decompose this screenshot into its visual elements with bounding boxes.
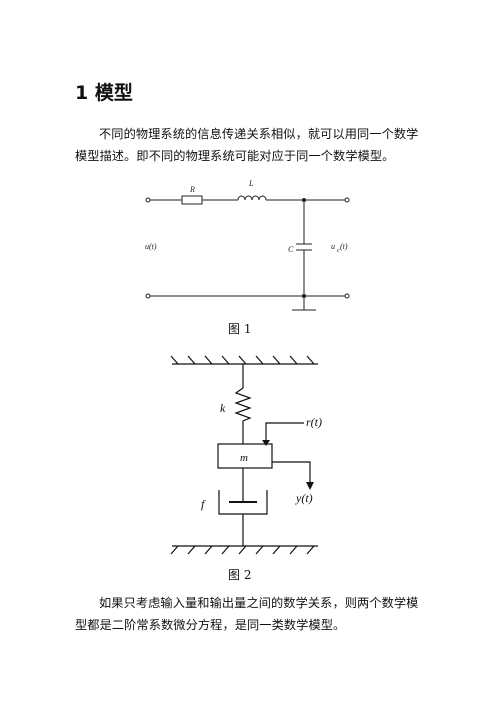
output-label-subscript: c: [337, 248, 340, 254]
top-hatch-mark: [187, 355, 196, 365]
mass-label: m: [240, 452, 248, 464]
junction-bottom: [302, 294, 306, 298]
bottom-hatch-mark: [221, 545, 230, 555]
top-hatch-mark: [272, 355, 281, 365]
spring-label: k: [220, 401, 226, 415]
terminal-out-top: [344, 197, 350, 203]
bottom-hatch-mark: [255, 545, 264, 555]
damper-label: f: [201, 497, 206, 511]
figure1-caption: 图 1: [228, 322, 252, 336]
mass-block: [217, 443, 273, 469]
top-hatching: [170, 355, 315, 365]
closing-paragraph: 如果只考虑输入量和输出量之间的数学关系，则两个数学模型都是二阶常系数微分方程，是…: [75, 596, 419, 632]
inductor-symbol: [237, 195, 267, 201]
terminal-in-top: [145, 197, 151, 203]
force-line: [265, 422, 304, 444]
junction-top: [302, 198, 306, 202]
bottom-hatch-mark: [238, 545, 247, 555]
bottom-hatch-mark: [306, 545, 315, 555]
top-hatch-mark: [289, 355, 298, 365]
top-hatch-mark: [170, 355, 179, 365]
output-label: u: [331, 242, 335, 251]
top-hatch-mark: [204, 355, 213, 365]
top-hatch-mark: [238, 355, 247, 365]
displacement-label: y(t): [295, 491, 313, 505]
bottom-hatch-mark: [204, 545, 213, 555]
bottom-hatch-mark: [170, 545, 179, 555]
input-label: u(t): [145, 242, 157, 251]
terminal-in-bottom: [145, 293, 151, 299]
spring-symbol: [234, 364, 252, 444]
output-label-arg: (t): [340, 242, 348, 251]
resistor-label: R: [189, 185, 195, 194]
intro-paragraph: 不同的物理系统的信息传递关系相似，就可以用同一个数学模型描述。即不同的物理系统可…: [75, 127, 419, 163]
capacitor-label: C: [288, 245, 294, 254]
top-hatch-mark: [306, 355, 315, 365]
top-hatch-mark: [221, 355, 230, 365]
force-arrowhead: [262, 440, 270, 446]
displacement-line: [272, 461, 311, 484]
inductor-label: L: [248, 179, 254, 188]
section-heading: 1 模型: [75, 82, 133, 104]
top-hatch-mark: [255, 355, 264, 365]
bottom-hatch-mark: [187, 545, 196, 555]
figure2-caption: 图 2: [228, 568, 252, 582]
bottom-hatch-mark: [272, 545, 281, 555]
displacement-arrowhead: [306, 482, 314, 490]
force-label: r(t): [306, 415, 322, 429]
terminal-out-bottom: [344, 293, 350, 299]
bottom-hatch-mark: [289, 545, 298, 555]
bottom-hatching: [170, 545, 315, 555]
